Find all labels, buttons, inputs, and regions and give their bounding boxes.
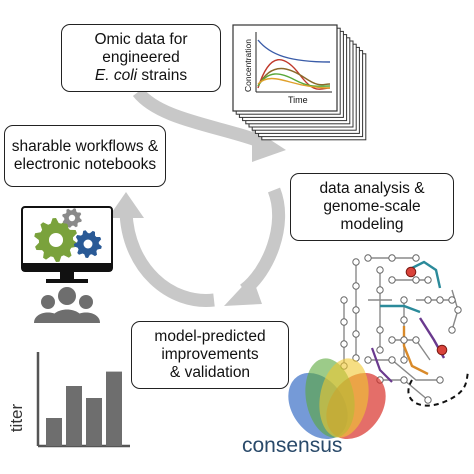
network-node [424,396,432,404]
omic-line2: engineered [102,49,180,66]
titer-bar [66,386,82,446]
network-edge [380,304,421,314]
network-node [376,286,384,294]
network-highlight-node [405,266,417,278]
network-node [400,376,408,384]
omic-line3: E. coli strains [95,67,187,85]
network-node [436,376,444,384]
network-edge [370,347,393,383]
titer-bar [46,418,62,446]
gear-icon [34,208,102,262]
network-node [376,266,384,274]
network-node [340,296,348,304]
network-node [400,356,408,364]
concentration-axis-label: Concentration [243,39,253,92]
network-node [412,336,420,344]
analysis-line2: genome-scale [323,198,421,215]
network-node [364,254,372,262]
network-node [436,296,444,304]
workflows-line1: sharable workflows & [11,138,159,155]
workflows-line2: electronic notebooks [13,156,157,173]
model-line2: improvements [161,346,259,363]
arrow-analysis-to-model [239,187,285,296]
bar-chart-icon: titer [7,352,130,448]
network-node [448,326,456,334]
titer-bar [106,371,122,446]
network-edge [402,326,429,376]
time-axis-label: Time [288,95,308,105]
omic-data-box: Omic data for engineered E. coli strains [61,24,221,92]
omic-line3-rest: strains [137,67,188,84]
network-node [412,254,420,262]
network-node [352,282,360,290]
omic-line3-italic: E. coli [94,67,138,84]
network-node [352,258,360,266]
gear-hole [48,232,64,248]
people-icon [34,287,100,323]
network-node [424,276,432,284]
network-node [340,340,348,348]
network-node [388,254,396,262]
model-line1: model-predicted [154,328,266,345]
concentration-plot-front: Concentration Time [232,24,338,112]
model-line3: & validation [169,364,251,381]
gear-hole [83,239,93,249]
arrowhead-3 [108,192,144,218]
network-node [454,306,462,314]
analysis-box: data analysis & genome-scale modeling [290,173,454,241]
network-node [424,296,432,304]
network-edge [368,359,440,381]
network-node [400,336,408,344]
network-node [376,326,384,334]
network-highlight-node [436,344,448,356]
network-node [400,316,408,324]
network-edge [407,371,469,407]
titer-axis-label: titer [7,403,26,432]
model-box: model-predicted improvements & validatio… [131,321,289,389]
network-node [352,306,360,314]
network-node [340,318,348,326]
network-edge [411,260,442,289]
network-node [388,336,396,344]
network-edge [392,339,431,361]
network-node [376,346,384,354]
arrow-omic-to-analysis [132,87,265,149]
venn-diagram-icon: consensus [242,358,386,457]
network-node [364,356,372,364]
network-node [400,296,408,304]
analysis-line1: data analysis & [319,180,425,197]
analysis-line3: modeling [340,216,404,233]
arrow-model-to-workflows [119,211,215,307]
gear-hole [68,214,76,222]
workflows-box: sharable workflows & electronic notebook… [4,125,166,187]
titer-bar [86,398,102,446]
network-node [448,296,456,304]
network-node [388,356,396,364]
consensus-label: consensus [242,434,342,457]
omic-line1: Omic data for [94,31,188,48]
arrowhead-2 [224,276,262,306]
network-node [412,276,420,284]
network-node [388,276,396,284]
network-node [352,330,360,338]
